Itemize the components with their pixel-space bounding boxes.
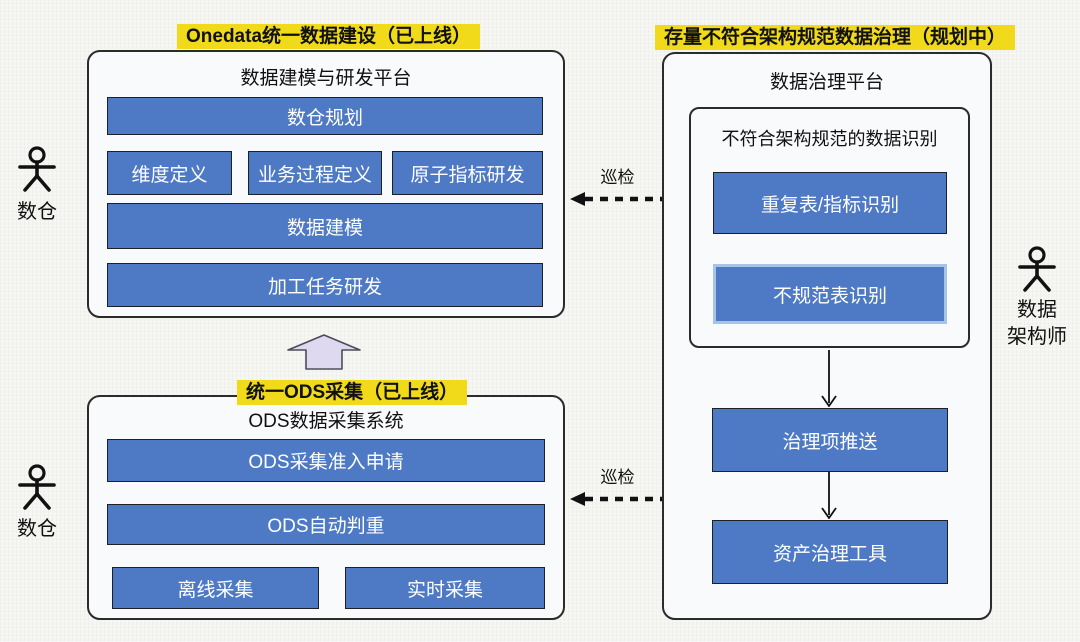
actor-label-architect-line2: 架构师 (1007, 326, 1067, 348)
inspect-bottom: 巡检 (570, 468, 665, 507)
block-nonstandard-table-identify: 不规范表识别 (713, 264, 947, 324)
block-data-modeling: 数据建模 (107, 203, 543, 249)
modeling-panel: 数据建模与研发平台 数仓规划 维度定义 业务过程定义 原子指标研发 数据建模 加… (87, 50, 565, 318)
block-ods-auto-dedupe: ODS自动判重 (107, 504, 545, 545)
person-icon-architect (1018, 246, 1056, 292)
ods-panel: ODS数据采集系统 ODS采集准入申请 ODS自动判重 离线采集 实时采集 (87, 395, 565, 620)
block-offline-collection: 离线采集 (112, 567, 319, 609)
block-asset-governance-tool: 资产治理工具 (712, 520, 948, 584)
block-duplicate-table-identify: 重复表/指标识别 (713, 172, 947, 234)
block-atomic-metric-dev: 原子指标研发 (392, 151, 543, 195)
inspect-top-arrow (570, 192, 665, 206)
ods-tag: 统一ODS采集（已上线） (237, 380, 468, 405)
inspect-bottom-arrow (570, 492, 665, 506)
block-business-process-definition: 业务过程定义 (248, 151, 382, 195)
inspect-top-label: 巡检 (600, 168, 635, 187)
governance-panel-title: 数据治理平台 (769, 72, 884, 93)
modeling-tag: Onedata统一数据建设（已上线） (177, 24, 481, 49)
up-arrow (287, 334, 361, 370)
block-ods-access-apply: ODS采集准入申请 (107, 439, 545, 482)
block-realtime-collection: 实时采集 (345, 567, 545, 609)
inspect-bottom-label: 巡检 (600, 468, 635, 487)
actor-label-warehouse-top: 数仓 (17, 201, 57, 223)
actor-label-architect-line1: 数据 (1017, 299, 1057, 321)
identify-subpanel: 不符合架构规范的数据识别 重复表/指标识别 不规范表识别 (689, 107, 970, 348)
person-icon-warehouse-top (18, 146, 56, 192)
down-arrow-1 (821, 350, 837, 407)
modeling-panel-title: 数据建模与研发平台 (240, 68, 412, 89)
block-governance-item-push: 治理项推送 (712, 408, 948, 472)
actor-label-warehouse-bottom: 数仓 (17, 518, 57, 540)
ods-panel-title: ODS数据采集系统 (248, 411, 404, 432)
identify-subpanel-title: 不符合架构规范的数据识别 (721, 129, 938, 149)
person-icon-warehouse-bottom (18, 464, 56, 510)
governance-panel: 数据治理平台 不符合架构规范的数据识别 重复表/指标识别 不规范表识别 治理项推… (662, 52, 992, 620)
block-warehouse-planning: 数仓规划 (107, 97, 543, 135)
block-processing-task-dev: 加工任务研发 (107, 263, 543, 307)
inspect-top: 巡检 (570, 168, 665, 207)
down-arrow-2 (821, 472, 837, 519)
block-dimension-definition: 维度定义 (107, 151, 232, 195)
governance-tag: 存量不符合架构规范数据治理（规划中） (655, 25, 1016, 50)
